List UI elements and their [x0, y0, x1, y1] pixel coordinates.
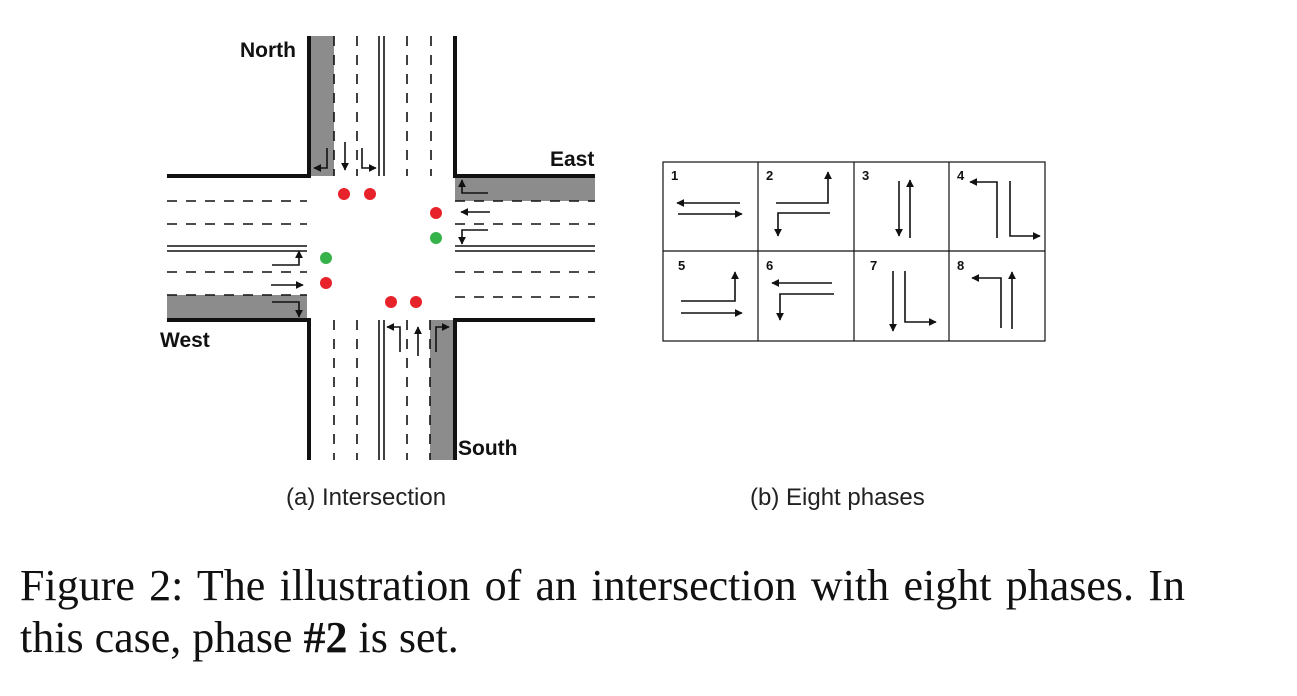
subcaption-intersection: (a) Intersection	[286, 484, 446, 511]
caption-prefix: Figure 2: The illustration of an interse…	[20, 561, 1185, 662]
phase-number-7: 7	[870, 258, 877, 273]
south-signal-right	[410, 296, 422, 308]
label-east: East	[550, 148, 594, 171]
phase-7-arrows	[889, 271, 937, 332]
north-lane-markings	[333, 36, 432, 176]
phase-3-arrows	[895, 179, 914, 238]
west-lane-markings	[167, 200, 307, 296]
south-approach-arrows	[386, 323, 450, 356]
phase-number-8: 8	[957, 258, 964, 273]
phase-number-2: 2	[766, 168, 773, 183]
north-approach-arrows	[313, 142, 377, 172]
south-signal-left	[385, 296, 397, 308]
phase-number-5: 5	[678, 258, 685, 273]
north-signal-left	[338, 188, 350, 200]
phase-6-arrows	[771, 279, 834, 321]
phase-number-1: 1	[671, 168, 678, 183]
curb-north-east	[453, 36, 595, 178]
east-signal-bottom	[430, 232, 442, 244]
figure-caption: Figure 2: The illustration of an interse…	[20, 560, 1185, 664]
west-signal-bottom	[320, 277, 332, 289]
phase-2-arrows	[774, 171, 832, 237]
intersection-diagram: North East West South (a) Intersection	[160, 36, 595, 511]
curb-south-east	[453, 318, 595, 460]
phase-number-4: 4	[957, 168, 965, 183]
subcaption-phases: (b) Eight phases	[750, 484, 925, 511]
curb-north-west	[167, 36, 311, 178]
phase-5-arrows	[681, 271, 743, 317]
phase-number-3: 3	[862, 168, 869, 183]
phase-number-6: 6	[766, 258, 773, 273]
north-signal-right	[364, 188, 376, 200]
north-shaded-lane	[309, 36, 334, 176]
caption-suffix: is set.	[347, 613, 459, 662]
south-lane-markings	[333, 320, 431, 460]
caption-phase-number: #2	[303, 613, 348, 662]
curb-south-west	[167, 318, 311, 460]
phase-4-arrows	[969, 178, 1041, 240]
phase-8-arrows	[971, 271, 1016, 329]
south-shaded-lane	[430, 320, 455, 460]
west-approach-arrows	[271, 250, 304, 318]
east-signal-top	[430, 207, 442, 219]
west-signal-top	[320, 252, 332, 264]
east-shaded-lane	[455, 176, 595, 201]
phases-table: 1 2 3 4 5 6 7 8	[662, 161, 1046, 511]
label-south: South	[458, 437, 517, 460]
west-shaded-lane	[167, 295, 307, 320]
label-north: North	[240, 39, 296, 62]
east-lane-markings	[455, 200, 595, 298]
phase-1-arrows	[676, 199, 743, 218]
east-approach-arrows	[458, 179, 490, 245]
label-west: West	[160, 329, 210, 352]
